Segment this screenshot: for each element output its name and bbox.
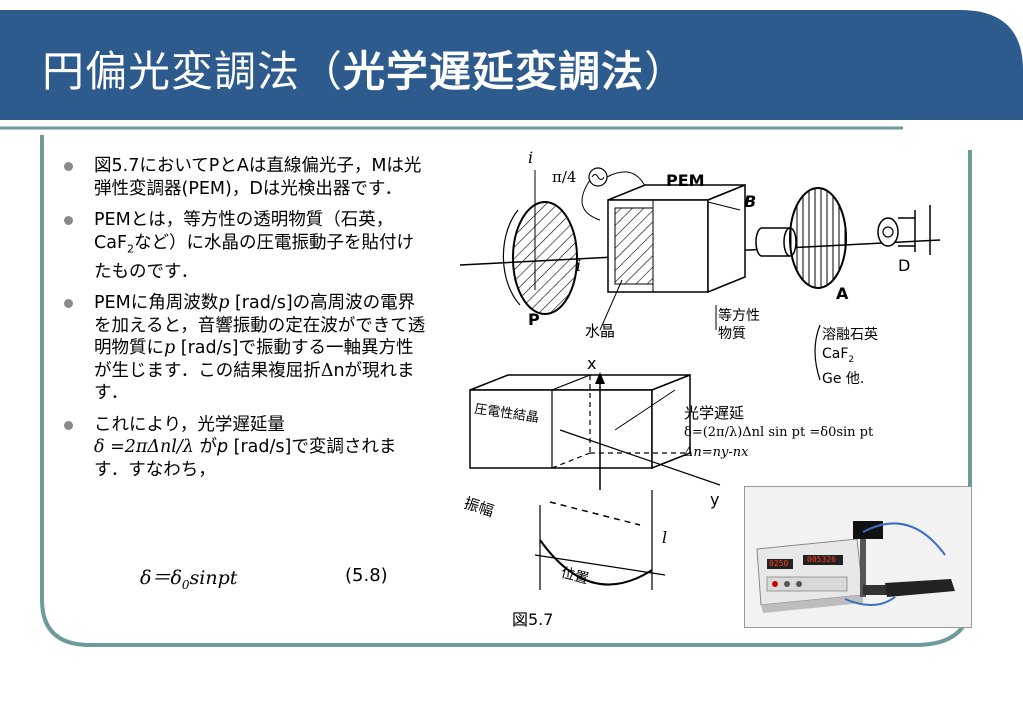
- bullet-list: 図5.7においてPとAは直線偏光子，Mは光弾性変調器(PEM)，Dは光検出器です…: [62, 155, 430, 490]
- label-isotropic: 等方性物質: [718, 308, 760, 342]
- label-y: y: [710, 490, 720, 509]
- bullet-item: 図5.7においてPとAは直線偏光子，Mは光弾性変調器(PEM)，Dは光検出器です…: [62, 155, 430, 200]
- figure-caption: 図5.7: [512, 610, 554, 629]
- equipment-photo-drawing: [745, 487, 971, 627]
- label-pi4: π/4: [552, 168, 577, 186]
- label-pem: PEM: [666, 171, 705, 190]
- label-formula1: δ=(2π/λ)Δnl sin pt =δ0sin pt: [684, 425, 874, 440]
- equation-number: (5.8): [345, 565, 388, 586]
- label-i-mid: i: [576, 256, 582, 275]
- slide-title: 円偏光変調法（光学遅延変調法）: [42, 47, 688, 96]
- label-retard: 光学遅延: [684, 404, 745, 422]
- label-l: l: [662, 528, 668, 547]
- bullet-item: PEMに角周波数p [rad/s]の高周波の電界を加えると，音響振動の定在波がで…: [62, 292, 430, 405]
- title-banner: [0, 10, 1023, 120]
- label-b: B: [744, 192, 757, 211]
- label-a: A: [836, 284, 849, 303]
- equation: δ＝δ0sinpt: [140, 567, 238, 592]
- equipment-photo: 0250 005326: [744, 486, 972, 628]
- label-p: P: [528, 310, 540, 329]
- label-formula2: Δn=ny-nx: [684, 445, 749, 460]
- bullet-item: PEMとは，等方性の透明物質（石英，CaF2など）に水晶の圧電振動子を貼付けたも…: [62, 209, 430, 283]
- label-x: x: [587, 354, 597, 373]
- label-crystal: 水晶: [585, 322, 616, 340]
- display-left: 0250: [769, 559, 789, 568]
- pem-diagram-drawing: [459, 167, 941, 590]
- label-d: D: [898, 256, 911, 275]
- display-right: 005326: [807, 555, 836, 564]
- label-i-top: i: [528, 148, 534, 167]
